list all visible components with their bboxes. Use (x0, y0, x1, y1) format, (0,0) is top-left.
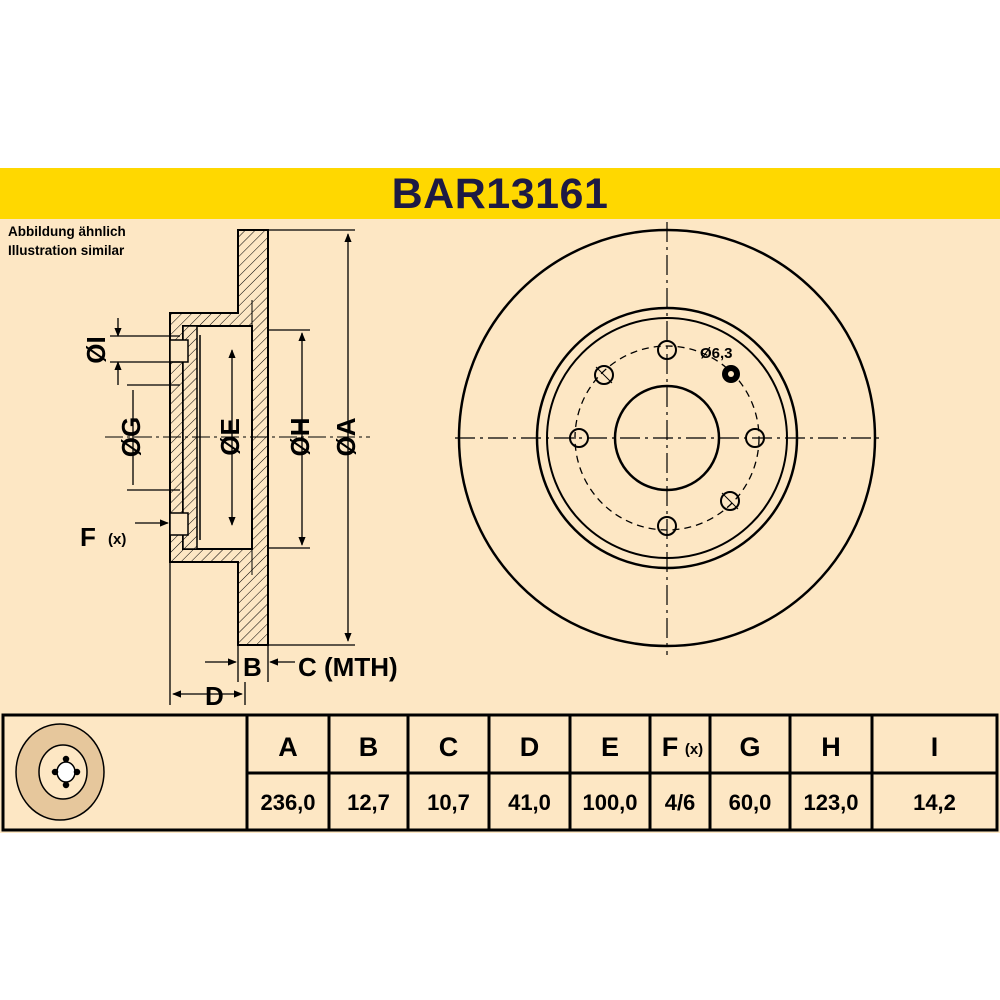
bolt-hole-2 (745, 428, 765, 448)
bolt-hole-6 (720, 491, 740, 511)
bolt-hole-top (169, 339, 189, 363)
spec-table (1, 713, 999, 832)
note-english: Illustration similar (8, 243, 125, 258)
bolt-hole-5 (594, 365, 614, 385)
table-header-e: E (601, 732, 619, 762)
disc-front-view (455, 222, 882, 655)
dim-label-B: B (243, 652, 262, 682)
table-value-i: 14,2 (913, 790, 956, 815)
dim-label-F-sub: (x) (108, 531, 126, 548)
table-value-a: 236,0 (260, 790, 315, 815)
table-header-h: H (821, 732, 841, 762)
table-value-f: 4/6 (665, 790, 696, 815)
bolt-hole-label: Ø6,3 (700, 345, 733, 362)
table-header-d: D (520, 732, 540, 762)
disc-thumbnail-icon (15, 723, 105, 821)
dim-label-E: ØE (215, 418, 245, 456)
part-number: BAR13161 (391, 170, 609, 218)
table-header-c: C (439, 732, 459, 762)
table-header-b: B (359, 732, 379, 762)
bolt-hole-1 (657, 340, 677, 360)
table-value-b: 12,7 (347, 790, 390, 815)
table-value-e: 100,0 (582, 790, 637, 815)
dim-label-H: ØH (285, 418, 315, 457)
table-header-g: G (739, 732, 760, 762)
bolt-hole-3 (657, 516, 677, 536)
dim-label-F: F (80, 522, 96, 552)
header-bar (0, 168, 1000, 219)
table-value-d: 41,0 (508, 790, 551, 815)
dim-label-D: D (205, 681, 224, 711)
table-value-h: 123,0 (803, 790, 858, 815)
note-german: Abbildung ähnlich (8, 224, 126, 239)
dimension-lines (110, 229, 355, 705)
dim-label-A: ØA (331, 417, 361, 456)
bolt-hole-bottom (169, 512, 189, 536)
dim-label-C: C (MTH) (298, 652, 398, 682)
disc-cross-section (105, 229, 370, 646)
dim-label-G: ØG (116, 417, 146, 457)
table-header-f-sub: (x) (685, 741, 703, 758)
table-value-c: 10,7 (427, 790, 470, 815)
drawing-area (0, 219, 1000, 712)
table-header-i: I (931, 732, 939, 762)
bolt-hole-4 (569, 428, 589, 448)
table-value-g: 60,0 (729, 790, 772, 815)
dim-label-I: ØI (81, 336, 111, 363)
table-header-f: F (662, 732, 679, 762)
table-header-a: A (278, 732, 298, 762)
